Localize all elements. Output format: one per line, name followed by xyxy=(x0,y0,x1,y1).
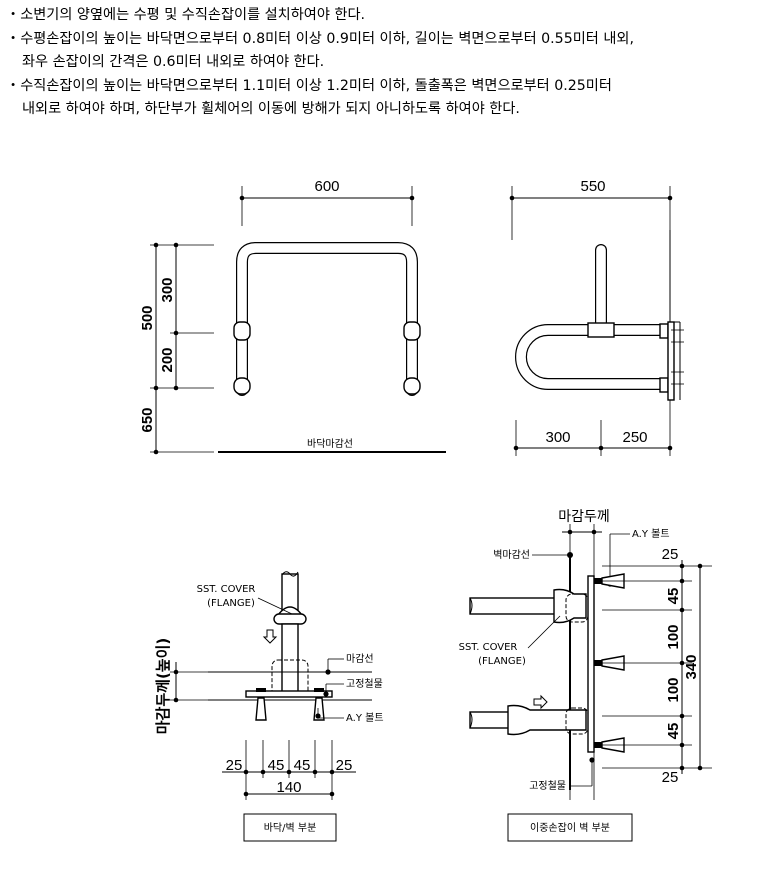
wall-caption: 이중손잡이 벽 부분 xyxy=(530,822,610,834)
floor-dim-25a: 25 xyxy=(226,757,243,774)
wall-fixing-plate xyxy=(587,575,595,753)
floor-thickness-label: 마감두께(높이) xyxy=(154,638,172,735)
floor-dim-45b: 45 xyxy=(294,757,311,774)
wall-line-label: 벽마감선 xyxy=(493,549,530,561)
front-dim-500: 500 xyxy=(139,305,156,330)
side-dim-250: 250 xyxy=(622,429,647,446)
floor-caption-box xyxy=(243,813,337,842)
floor-flange-cover xyxy=(273,613,307,625)
wall-thickness-label: 마감두께 xyxy=(558,509,610,525)
floor-fixing-plate-label: 고정철물 xyxy=(346,678,383,690)
floor-fixing-plate xyxy=(245,690,333,698)
front-dim-650: 650 xyxy=(139,407,156,432)
floor-flange-label: (FLANGE) xyxy=(207,598,255,609)
floor-sst-cover-label: SST. COVER xyxy=(197,584,256,595)
front-dim-300: 300 xyxy=(159,277,176,302)
side-width-dim: 550 xyxy=(580,178,605,195)
requirements-notes: ・소변기의 양옆에는 수평 및 수직손잡이를 설치하여야 한다. ・수평손잡이의… xyxy=(6,4,771,122)
side-view: 550 300 250 xyxy=(509,178,684,456)
floor-finish-label: 바닥마감선 xyxy=(307,438,353,450)
floor-caption: 바닥/벽 부분 xyxy=(264,822,317,834)
note-line-3: ・수직손잡이의 높이는 바닥면으로부터 1.1미터 이상 1.2미터 이하, 돌… xyxy=(6,77,612,94)
front-collar-right xyxy=(403,321,421,341)
side-horizontal-bar xyxy=(515,324,666,390)
wall-sst-cover-label: SST. COVER xyxy=(459,642,518,653)
front-width-dim: 600 xyxy=(314,178,339,195)
note-line-2: ・수평손잡이의 높이는 바닥면으로부터 0.8미터 이상 0.9미터 이하, 길… xyxy=(6,30,634,47)
wall-dim-45-lower: 45 xyxy=(665,723,682,740)
wall-dim-25-top: 25 xyxy=(662,546,679,563)
wall-dim-total: 340 xyxy=(683,654,700,679)
floor-dim-total: 140 xyxy=(276,779,301,796)
floor-dim-25b: 25 xyxy=(336,757,353,774)
front-cap-left xyxy=(233,377,251,395)
wall-dim-100-lower: 100 xyxy=(665,677,682,702)
front-collar-left xyxy=(233,321,251,341)
note-line-3-cont: 내외로 하여야 하며, 하단부가 휠체어의 이동에 방해가 되지 아니하도록 하… xyxy=(22,101,520,117)
front-cap-right xyxy=(403,377,421,395)
floor-detail: SST. COVER (FLANGE) 마감선 고정철물 A.Y 볼트 마감두께… xyxy=(154,571,384,842)
wall-detail: 마감두께 벽마감선 A.Y 볼트 xyxy=(459,509,712,842)
wall-flange-label: (FLANGE) xyxy=(478,656,526,667)
floor-ay-bolt xyxy=(255,697,267,721)
side-dim-300: 300 xyxy=(545,429,570,446)
floor-ay-bolt-label: A.Y 볼트 xyxy=(346,712,384,724)
wall-caption-box xyxy=(507,813,633,842)
front-view: 600 300 200 500 650 바닥마감선 xyxy=(139,178,446,455)
floor-dim-45a: 45 xyxy=(268,757,285,774)
side-wall-plate xyxy=(667,321,675,401)
wall-fixing-plate-label: 고정철물 xyxy=(529,780,566,792)
front-dim-200: 200 xyxy=(159,347,176,372)
note-line-2-cont: 좌우 손잡이의 간격은 0.6미터 내외로 하여야 한다. xyxy=(22,54,325,70)
floor-finish-line-label: 마감선 xyxy=(346,653,374,665)
wall-dim-100-upper: 100 xyxy=(665,624,682,649)
note-line-1: ・소변기의 양옆에는 수평 및 수직손잡이를 설치하여야 한다. xyxy=(6,7,366,23)
wall-dim-25-bottom: 25 xyxy=(662,769,679,786)
wall-dim-45-upper: 45 xyxy=(665,588,682,605)
wall-ay-bolt-label: A.Y 볼트 xyxy=(632,528,670,540)
front-grab-bar xyxy=(236,242,418,396)
wall-upper-bar xyxy=(469,597,563,615)
